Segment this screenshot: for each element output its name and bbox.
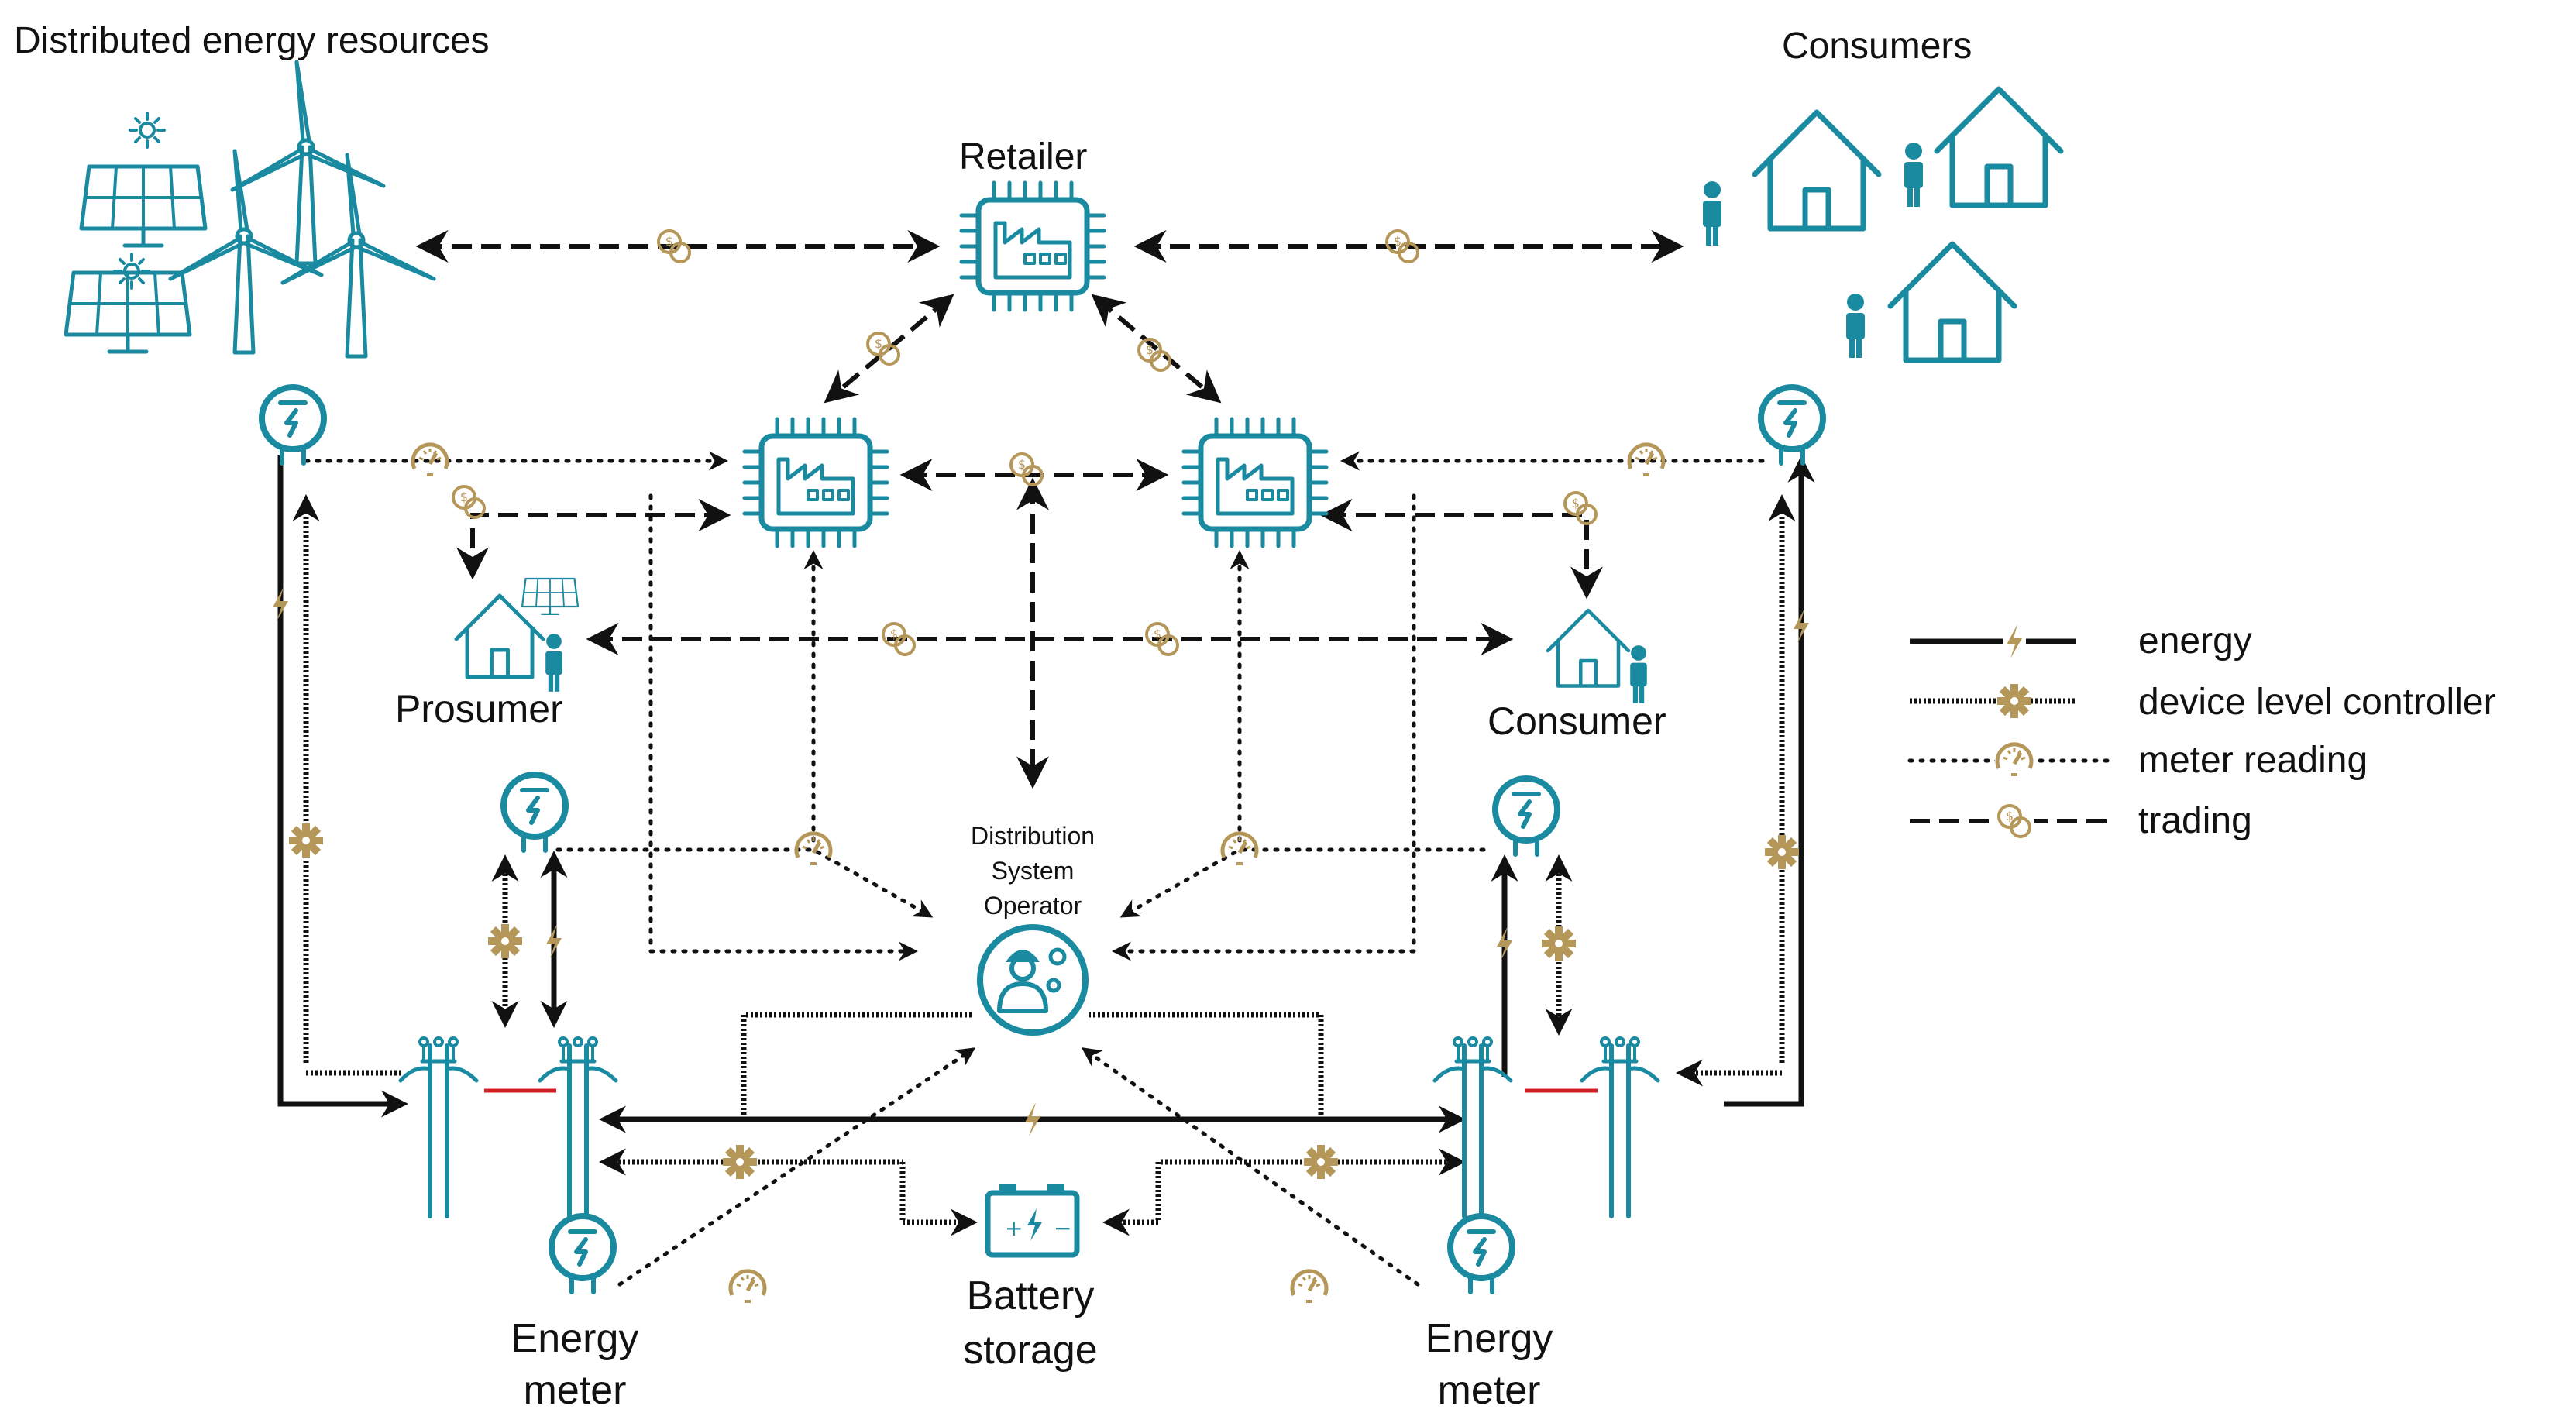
consumer-icon [1548, 610, 1647, 703]
trading-icon [1563, 491, 1598, 525]
der-cluster [66, 62, 434, 356]
meter-top-left-icon [262, 387, 324, 463]
retailer-label: Retailer [959, 136, 1087, 177]
sun-icon [129, 112, 166, 149]
dso-label-line2: System [992, 857, 1075, 885]
wind-turbine-icon [283, 155, 434, 356]
meter-reading-icon [796, 834, 831, 864]
controller-gear-icon [1304, 1145, 1338, 1179]
solar-panel-icon [66, 273, 190, 352]
person-icon [1703, 181, 1721, 246]
house-icon [1937, 89, 2061, 205]
svg-text:+: + [1005, 1215, 1023, 1241]
energy-bolt-icon [1025, 1102, 1040, 1136]
legend-meter-reading-label: meter reading [2138, 740, 2368, 781]
controller-gear-icon [289, 823, 323, 858]
aggregator-right-icon [1184, 419, 1326, 546]
legend-trading-label: trading [2138, 800, 2252, 841]
power-pole-icon [1582, 1038, 1658, 1216]
trading-icon [1145, 622, 1179, 656]
meter-reading-icon [1629, 445, 1663, 475]
meter-bottom-right-icon [1450, 1216, 1512, 1292]
line-symbols [273, 229, 1809, 1301]
controller-gear-icon [1765, 835, 1799, 869]
trading-icon [866, 332, 900, 366]
meter-reading-icon [731, 1271, 765, 1301]
controller-gear-icon [723, 1145, 757, 1179]
consumer-label: Consumer [1487, 699, 1666, 743]
meter-left-label-line2: meter [524, 1368, 627, 1413]
controller-gear-icon [488, 924, 522, 958]
connection-lines [277, 230, 1815, 1287]
meter-right-label-line2: meter [1438, 1368, 1541, 1413]
prosumer-icon [456, 577, 580, 692]
battery-icon: + − [985, 1184, 1080, 1258]
power-pole-icon [540, 1038, 616, 1216]
meter-mid-left-icon [504, 775, 566, 851]
legend-controller-label: device level controller [2138, 682, 2496, 723]
consumers-cluster [1703, 89, 2061, 360]
dso-label-line3: Operator [984, 892, 1082, 919]
meter-right-label-line1: Energy [1426, 1316, 1553, 1361]
aggregator-left-icon [745, 419, 887, 546]
house-icon [1755, 112, 1879, 229]
solar-panel-icon [81, 167, 205, 246]
battery-label-line2: storage [963, 1328, 1097, 1373]
controller-gear-icon [1542, 926, 1576, 961]
meter-mid-right-icon [1495, 779, 1557, 854]
person-icon [1846, 294, 1865, 358]
svg-text:−: − [1054, 1215, 1071, 1241]
prosumer-label: Prosumer [395, 687, 563, 730]
consumers-label: Consumers [1782, 26, 1972, 67]
meter-top-right-icon [1761, 387, 1823, 463]
meter-reading-icon [1223, 834, 1257, 864]
power-pole-icon [1435, 1038, 1511, 1216]
der-label: Distributed energy resources [14, 20, 490, 61]
trading-icon [1009, 452, 1044, 486]
person-icon [1904, 143, 1923, 207]
retailer-icon [961, 183, 1104, 310]
dso-label-line1: Distribution [971, 822, 1095, 850]
dso-icon [977, 924, 1089, 1036]
legend: energy device level controller meter rea… [1907, 620, 2496, 842]
labels: Distributed energy resources Consumers R… [14, 20, 1972, 1413]
legend-controller-icon [1997, 684, 2031, 718]
meter-reading-icon [1292, 1271, 1326, 1301]
house-icon [1890, 244, 2014, 360]
battery-label-line1: Battery [967, 1273, 1095, 1318]
meter-left-label-line1: Energy [511, 1316, 639, 1361]
meter-bottom-left-icon [552, 1216, 614, 1292]
power-pole-icon [401, 1038, 476, 1216]
legend-energy-label: energy [2138, 620, 2252, 662]
